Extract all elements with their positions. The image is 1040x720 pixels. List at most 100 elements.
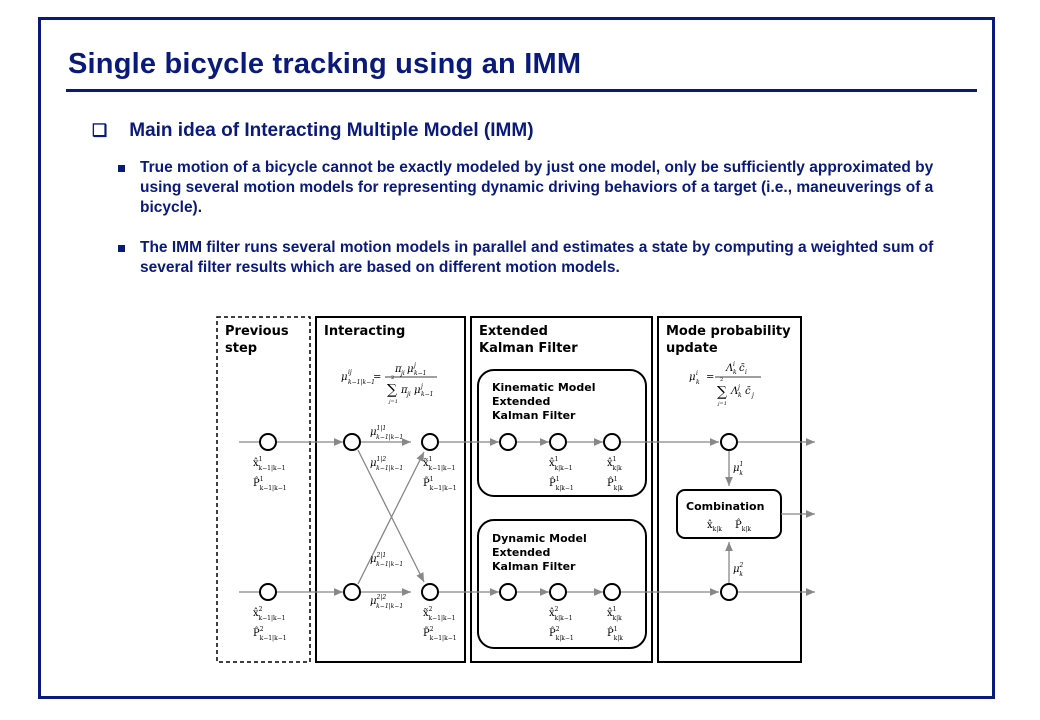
node-kin-2 xyxy=(549,433,567,451)
svg-text:x̂1k|k: x̂1k|k xyxy=(607,456,622,472)
title-rule xyxy=(66,89,977,92)
svg-text:x̂2k|k−1: x̂2k|k−1 xyxy=(549,606,573,622)
svg-text:j=1: j=1 xyxy=(388,399,398,405)
imm-diagram: Previous step Interacting Extended Kalma… xyxy=(216,316,815,663)
svg-text:=: = xyxy=(706,372,714,383)
bullet-square-icon xyxy=(118,245,125,252)
node-mode-2 xyxy=(720,583,738,601)
svg-text:k: k xyxy=(738,392,742,399)
svg-text:x̂k|k: x̂k|k xyxy=(707,520,722,533)
svg-text:μ: μ xyxy=(414,385,421,396)
mode-label-2: update xyxy=(666,341,718,356)
panel-mode-probability xyxy=(657,316,802,663)
panel-previous-step xyxy=(216,316,311,663)
svg-text:i: i xyxy=(745,369,747,376)
node-int-in-1 xyxy=(343,433,361,451)
kinematic-label-1: Kinematic Model xyxy=(492,381,595,394)
svg-text:2: 2 xyxy=(720,377,723,383)
interacting-label: Interacting xyxy=(324,324,405,339)
svg-text:μ: μ xyxy=(407,364,414,375)
node-dyn-3 xyxy=(603,583,621,601)
previous-label-2: step xyxy=(225,341,257,356)
svg-text:x̃1k−1|k−1: x̃1k−1|k−1 xyxy=(423,456,455,472)
node-kin-3 xyxy=(603,433,621,451)
svg-text:k−1: k−1 xyxy=(414,370,426,377)
node-prev-1 xyxy=(259,433,277,451)
svg-text:j: j xyxy=(412,362,416,369)
svg-text:P̃2k−1|k−1: P̃2k−1|k−1 xyxy=(423,626,457,642)
svg-text:P̂1k|k−1: P̂1k|k−1 xyxy=(549,476,574,492)
node-int-out-1 xyxy=(421,433,439,451)
svg-text:μ1k: μ1k xyxy=(733,461,743,477)
combination-label: Combination xyxy=(686,500,764,513)
svg-text:P̃1k−1|k−1: P̃1k−1|k−1 xyxy=(423,476,457,492)
ekf-label-1: Extended xyxy=(479,324,548,339)
ekf-label-2: Kalman Filter xyxy=(479,341,578,356)
node-dyn-2 xyxy=(549,583,567,601)
dynamic-label-1: Dynamic Model xyxy=(492,532,587,545)
svg-text:∑: ∑ xyxy=(717,384,727,400)
svg-text:k−1: k−1 xyxy=(421,391,433,398)
dynamic-label-3: Kalman Filter xyxy=(492,560,576,573)
svg-text:c̄: c̄ xyxy=(745,386,751,397)
svg-text:μ: μ xyxy=(689,372,696,383)
kinematic-ekf-box xyxy=(477,369,647,497)
hollow-square-bullet-icon: ❑ xyxy=(92,121,108,140)
node-dyn-1 xyxy=(499,583,517,601)
svg-text:=: = xyxy=(373,372,381,383)
svg-text:∑: ∑ xyxy=(387,382,397,398)
svg-text:j: j xyxy=(419,383,423,390)
svg-text:c̄: c̄ xyxy=(739,363,745,374)
slide-frame xyxy=(38,17,995,699)
section-heading: Main idea of Interacting Multiple Model … xyxy=(129,120,534,141)
svg-text:P̂1k−1|k−1: P̂1k−1|k−1 xyxy=(253,476,287,492)
node-mode-1 xyxy=(720,433,738,451)
svg-text:x̂1k|k: x̂1k|k xyxy=(607,606,622,622)
svg-text:μ2|2k−1|k−1: μ2|2k−1|k−1 xyxy=(370,594,403,610)
svg-text:x̂1k|k−1: x̂1k|k−1 xyxy=(549,456,573,472)
svg-text:j: j xyxy=(750,392,754,399)
svg-text:ji: ji xyxy=(399,370,405,377)
node-kin-1 xyxy=(499,433,517,451)
combination-box xyxy=(676,489,782,539)
node-prev-2 xyxy=(259,583,277,601)
bullet-2-text: The IMM filter runs several motion model… xyxy=(140,239,934,276)
svg-text:i: i xyxy=(696,370,698,377)
svg-text:μ1|1k−1|k−1: μ1|1k−1|k−1 xyxy=(370,425,403,441)
svg-text:ji: ji xyxy=(405,391,411,398)
node-int-out-2 xyxy=(421,583,439,601)
dynamic-label-2: Extended xyxy=(492,546,550,559)
svg-text:ij: ij xyxy=(348,369,352,376)
svg-text:μ: μ xyxy=(341,372,348,383)
svg-text:π: π xyxy=(400,385,408,396)
svg-text:μ1|2k−1|k−1: μ1|2k−1|k−1 xyxy=(370,456,403,472)
svg-text:x̂1k−1|k−1: x̂1k−1|k−1 xyxy=(253,456,285,472)
svg-text:j=1: j=1 xyxy=(717,401,727,407)
panel-interacting xyxy=(315,316,466,663)
svg-text:j: j xyxy=(736,384,740,391)
bullet-1-text: True motion of a bicycle cannot be exact… xyxy=(140,159,934,216)
svg-text:P̂1k|k: P̂1k|k xyxy=(607,626,623,642)
node-int-in-2 xyxy=(343,583,361,601)
svg-text:P̂2k−1|k−1: P̂2k−1|k−1 xyxy=(253,626,287,642)
svg-text:k−1|k−1: k−1|k−1 xyxy=(348,379,375,386)
svg-text:μ2|1k−1|k−1: μ2|1k−1|k−1 xyxy=(370,552,403,568)
panel-ekf xyxy=(470,316,653,663)
previous-label-1: Previous xyxy=(225,324,289,339)
kinematic-label-3: Kalman Filter xyxy=(492,409,576,422)
section-heading-row: ❑ Main idea of Interacting Multiple Model… xyxy=(92,120,534,142)
svg-text:μ2k: μ2k xyxy=(733,562,744,578)
svg-text:P̂1k|k: P̂1k|k xyxy=(607,476,623,492)
svg-text:P̂k|k: P̂k|k xyxy=(735,519,751,533)
svg-text:Λ: Λ xyxy=(725,363,733,374)
svg-text:P̂2k|k−1: P̂2k|k−1 xyxy=(549,626,574,642)
svg-text:i: i xyxy=(733,361,735,368)
svg-text:2: 2 xyxy=(391,375,394,381)
svg-text:k: k xyxy=(696,379,700,386)
svg-text:x̃2k−1|k−1: x̃2k−1|k−1 xyxy=(423,606,455,622)
svg-text:Λ: Λ xyxy=(730,386,738,397)
dynamic-ekf-box xyxy=(477,519,647,649)
bullet-square-icon xyxy=(118,165,125,172)
